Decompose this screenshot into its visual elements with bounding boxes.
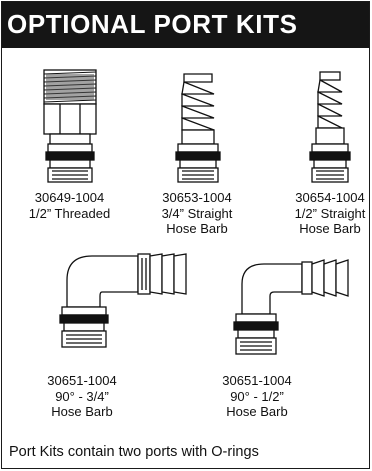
part-description: 90° - 1/2” (230, 388, 284, 404)
part-number: 30651-1004 (222, 373, 292, 388)
part-number: 30649-1004 (34, 190, 105, 205)
part-caption-3: 30654-1004 1/2” Straight Hose Barb (280, 190, 369, 237)
part-description: Hose Barb (51, 404, 113, 419)
part-number: 30654-1004 (295, 190, 365, 205)
part-number: 30653-1004 (162, 190, 232, 205)
part-caption-2: 30653-1004 3/4” Straight Hose Barb (147, 190, 247, 237)
title-bar: OPTIONAL PORT KITS (2, 2, 369, 48)
part-number: 30651-1004 (47, 373, 117, 388)
part-caption-5: 30651-1004 90° - 1/2” Hose Barb (207, 373, 307, 420)
part-description: Hose Barb (226, 404, 288, 419)
part-description: Hose Barb (166, 221, 228, 236)
panel-title: OPTIONAL PORT KITS (7, 9, 298, 39)
part-caption-1: 30649-1004 1/2” Threaded (17, 190, 122, 221)
part-description: 3/4” Straight (161, 205, 233, 221)
part-description: 90° - 3/4” (55, 388, 109, 404)
part-description: 1/2” Straight (294, 205, 366, 221)
part-description: 1/2” Threaded (28, 205, 111, 221)
part-caption-4: 30651-1004 90° - 3/4” Hose Barb (32, 373, 132, 420)
part-description: Hose Barb (299, 221, 361, 236)
kit-contents-note: Port Kits contain two ports with O-rings (9, 444, 259, 460)
